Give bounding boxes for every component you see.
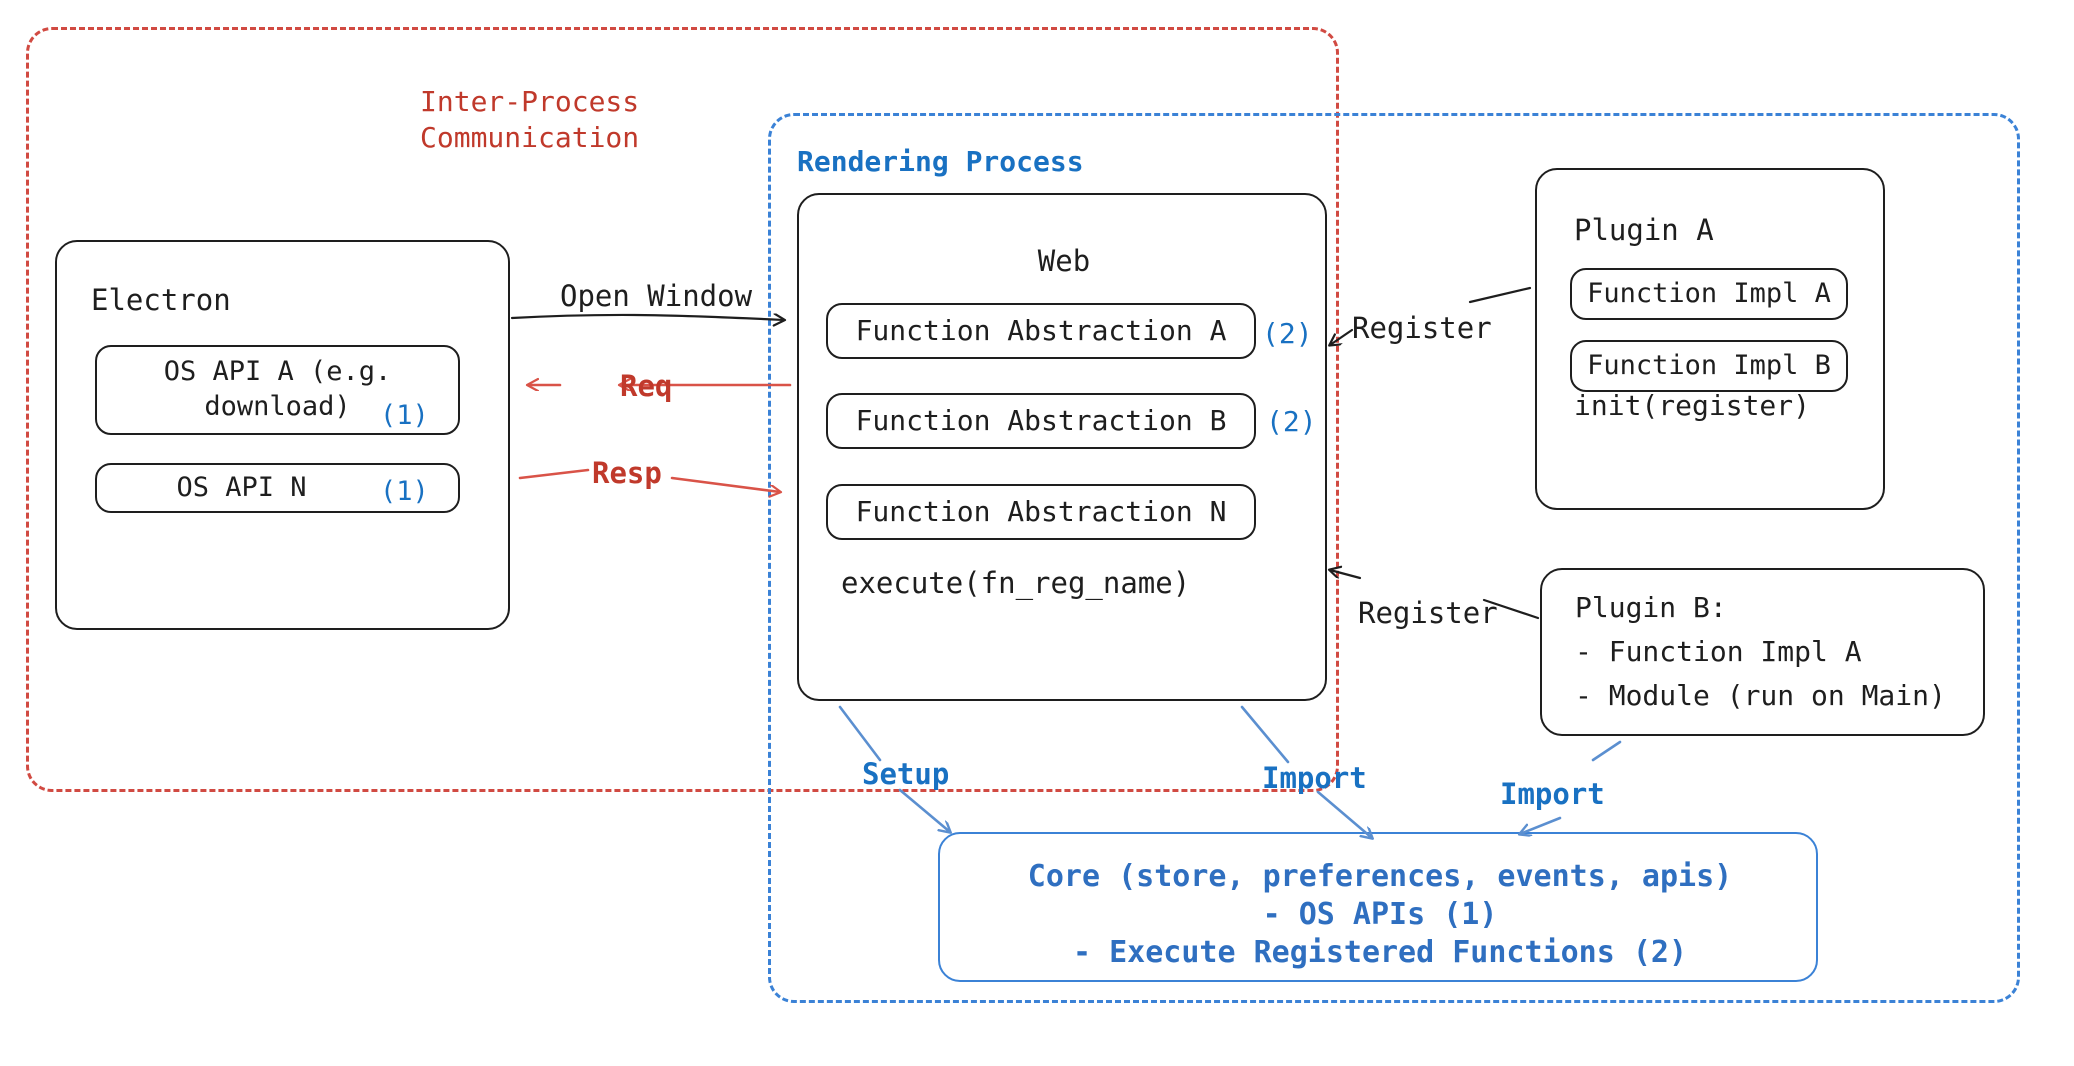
core-line-1: Core (store, preferences, events, apis) xyxy=(1027,859,1733,894)
electron-title: Electron xyxy=(91,283,231,317)
plugin-a-function-impl-a-box[interactable]: Function Impl A xyxy=(1570,268,1848,320)
edge-label-import-plugin-b: Import xyxy=(1500,777,1605,811)
edge-label-req: Req xyxy=(620,369,673,403)
edge-label-import-web: Import xyxy=(1262,761,1367,795)
edge-label-setup: Setup xyxy=(862,757,950,791)
edge-label-resp: Resp xyxy=(592,456,662,490)
os-api-n-marker: (1) xyxy=(380,476,429,507)
plugin-b-title: Plugin B: xyxy=(1575,591,1727,624)
os-api-a-box[interactable]: OS API A (e.g. download) xyxy=(95,345,460,435)
plugin-a-function-impl-b-box[interactable]: Function Impl B xyxy=(1570,340,1848,392)
edge-label-open-window: Open Window xyxy=(560,279,753,313)
plugin-b-line-1: - Function Impl A xyxy=(1575,635,1862,668)
function-abstraction-a-box[interactable]: Function Abstraction A xyxy=(826,303,1256,359)
plugin-a-function-impl-b-label: Function Impl B xyxy=(1587,349,1831,381)
electron-box[interactable]: Electron xyxy=(55,240,510,630)
function-abstraction-n-box[interactable]: Function Abstraction N xyxy=(826,484,1256,540)
os-api-n-box[interactable]: OS API N xyxy=(95,463,460,513)
os-api-n-label: OS API N xyxy=(176,471,307,503)
function-abstraction-b-label: Function Abstraction B xyxy=(855,404,1227,438)
core-box[interactable]: Core (store, preferences, events, apis) … xyxy=(938,832,1818,982)
edge-label-register-plugin-b: Register xyxy=(1358,596,1498,630)
plugin-a-box[interactable]: Plugin A init(register) xyxy=(1535,168,1885,510)
frame-rendering-process xyxy=(768,113,2020,1003)
function-abstraction-a-marker: (2) xyxy=(1262,317,1313,350)
core-line-2: - OS APIs (1) xyxy=(1262,897,1498,932)
plugin-b-box[interactable]: Plugin B: - Function Impl A - Module (ru… xyxy=(1540,568,1985,736)
rendering-process-frame-label: Rendering Process xyxy=(797,145,1084,178)
function-abstraction-b-marker: (2) xyxy=(1266,405,1317,438)
edge-label-register-plugin-a: Register xyxy=(1352,311,1492,345)
function-abstraction-b-box[interactable]: Function Abstraction B xyxy=(826,393,1256,449)
plugin-b-line-2: - Module (run on Main) xyxy=(1575,679,1946,712)
os-api-a-label: OS API A (e.g. download) xyxy=(163,356,392,422)
core-line-3: - Execute Registered Functions (2) xyxy=(1072,935,1688,970)
web-title: Web xyxy=(1037,244,1091,278)
os-api-a-marker: (1) xyxy=(380,400,429,431)
plugin-a-function-impl-a-label: Function Impl A xyxy=(1587,277,1831,309)
plugin-a-title: Plugin A xyxy=(1574,213,1714,247)
ipc-frame-label: Inter-Process Communication xyxy=(420,85,640,154)
frame-inter-process-communication xyxy=(26,27,1339,792)
web-execute-label: execute(fn_reg_name) xyxy=(841,566,1191,600)
plugin-a-init-label: init(register) xyxy=(1574,389,1811,422)
function-abstraction-n-label: Function Abstraction N xyxy=(855,495,1227,529)
function-abstraction-a-label: Function Abstraction A xyxy=(855,314,1227,348)
